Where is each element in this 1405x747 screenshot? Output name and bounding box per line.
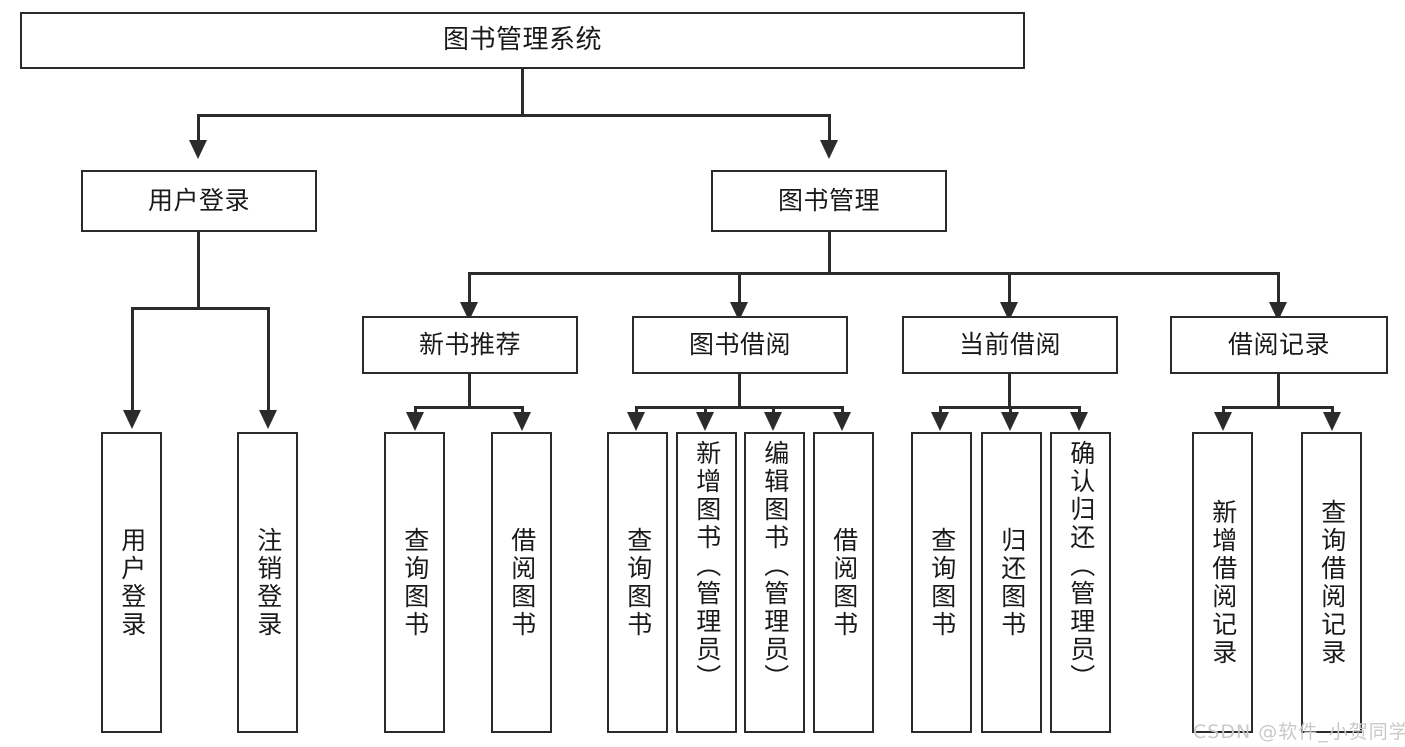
connector-book-borrow-bus xyxy=(635,406,844,409)
connector-user-login-stem xyxy=(197,232,200,309)
connector-bb-leaf-4 xyxy=(841,406,844,414)
leaf-new-book-borrow-book[interactable]: 借阅图书 xyxy=(491,432,552,733)
connector-new-book-recommend-bus xyxy=(414,406,524,409)
node-label: 借阅记录 xyxy=(1227,330,1330,360)
leaf-current-borrow-query-book[interactable]: 查询图书 xyxy=(911,432,972,733)
arrow-root-to-user-login xyxy=(189,140,207,159)
node-current-borrow[interactable]: 当前借阅 xyxy=(902,316,1118,374)
leaf-book-borrow-edit-book-admin[interactable]: 编辑图书（管理员） xyxy=(744,432,805,733)
leaf-book-borrow-add-book-admin[interactable]: 新增图书（管理员） xyxy=(676,432,737,733)
connector-root-stem xyxy=(521,69,524,115)
arrow-nbr-leaf-2 xyxy=(513,412,531,431)
leaf-borrow-record-add-record[interactable]: 新增借阅记录 xyxy=(1192,432,1253,733)
leaf-new-book-query-book[interactable]: 查询图书 xyxy=(384,432,445,733)
connector-to-current-borrow xyxy=(1008,272,1011,304)
connector-nbr-leaf-2 xyxy=(521,406,524,414)
connector-nbr-leaf-1 xyxy=(414,406,417,414)
connector-cb-leaf-2 xyxy=(1009,406,1012,414)
node-label: 当前借阅 xyxy=(958,330,1061,360)
node-borrow-record[interactable]: 借阅记录 xyxy=(1170,316,1388,374)
node-label: 查询图书 xyxy=(623,526,653,639)
node-book-borrow[interactable]: 图书借阅 xyxy=(632,316,848,374)
node-label: 新书推荐 xyxy=(418,330,521,360)
node-label: 借阅图书 xyxy=(507,526,537,639)
arrow-bb-leaf-3 xyxy=(764,412,782,431)
node-label: 归还图书 xyxy=(997,526,1027,639)
node-label: 图书管理 xyxy=(777,186,880,216)
leaf-user-login-login[interactable]: 用户登录 xyxy=(101,432,162,733)
connector-to-new-book-recommend xyxy=(468,272,471,304)
connector-book-borrow-stem xyxy=(738,374,741,408)
leaf-borrow-record-query-record[interactable]: 查询借阅记录 xyxy=(1301,432,1362,733)
node-label: 用户登录 xyxy=(117,526,147,639)
node-label: 新增借阅记录 xyxy=(1208,498,1238,667)
connector-bb-leaf-2 xyxy=(704,406,707,414)
node-user-login[interactable]: 用户登录 xyxy=(81,170,317,232)
connector-borrow-record-stem xyxy=(1277,374,1280,408)
arrow-bb-leaf-2 xyxy=(696,412,714,431)
connector-book-management-stem xyxy=(828,232,831,274)
connector-user-login-to-leaf-1 xyxy=(131,307,134,412)
leaf-current-borrow-return-book[interactable]: 归还图书 xyxy=(981,432,1042,733)
node-label: 注销登录 xyxy=(253,526,283,639)
connector-to-borrow-record xyxy=(1277,272,1280,304)
connector-current-borrow-stem xyxy=(1008,374,1011,408)
node-new-book-recommend[interactable]: 新书推荐 xyxy=(362,316,578,374)
arrow-cb-leaf-1 xyxy=(931,412,949,431)
connector-cb-leaf-3 xyxy=(1078,406,1081,414)
connector-borrow-record-bus xyxy=(1222,406,1334,409)
node-label: 查询图书 xyxy=(400,526,430,639)
connector-user-login-bus xyxy=(131,307,270,310)
arrow-user-login-to-leaf-1 xyxy=(123,410,141,429)
leaf-book-borrow-query-book[interactable]: 查询图书 xyxy=(607,432,668,733)
arrow-root-to-book-management xyxy=(820,140,838,159)
arrow-cb-leaf-3 xyxy=(1070,412,1088,431)
connector-bb-leaf-1 xyxy=(635,406,638,414)
arrow-br-leaf-2 xyxy=(1323,412,1341,431)
connector-bb-leaf-3 xyxy=(772,406,775,414)
connector-cb-leaf-1 xyxy=(939,406,942,414)
node-label: 新增图书（管理员） xyxy=(692,440,722,692)
node-label: 图书借阅 xyxy=(688,330,791,360)
arrow-user-login-to-leaf-2 xyxy=(259,410,277,429)
node-label: 借阅图书 xyxy=(829,526,859,639)
connector-br-leaf-2 xyxy=(1331,406,1334,414)
connector-user-login-to-leaf-2 xyxy=(267,307,270,412)
node-label: 编辑图书（管理员） xyxy=(760,440,790,692)
connector-root-bus xyxy=(197,114,831,117)
connector-new-book-recommend-stem xyxy=(468,374,471,408)
connector-root-to-user-login xyxy=(197,114,200,142)
arrow-nbr-leaf-1 xyxy=(406,412,424,431)
node-label: 查询图书 xyxy=(927,526,957,639)
connector-level3-bus xyxy=(468,272,1280,275)
connector-root-to-book-management xyxy=(828,114,831,142)
arrow-bb-leaf-4 xyxy=(833,412,851,431)
node-label: 图书管理系统 xyxy=(442,25,602,56)
arrow-cb-leaf-2 xyxy=(1001,412,1019,431)
node-book-management[interactable]: 图书管理 xyxy=(711,170,947,232)
node-label: 查询借阅记录 xyxy=(1317,498,1347,667)
leaf-current-borrow-confirm-return-admin[interactable]: 确认归还（管理员） xyxy=(1050,432,1111,733)
connector-to-book-borrow xyxy=(738,272,741,304)
leaf-user-login-logout[interactable]: 注销登录 xyxy=(237,432,298,733)
arrow-br-leaf-1 xyxy=(1214,412,1232,431)
csdn-watermark: CSDN @软件_小贺同学 xyxy=(1193,721,1405,743)
leaf-book-borrow-borrow-book[interactable]: 借阅图书 xyxy=(813,432,874,733)
connector-br-leaf-1 xyxy=(1222,406,1225,414)
node-label: 用户登录 xyxy=(147,186,250,216)
node-root-book-management-system[interactable]: 图书管理系统 xyxy=(20,12,1025,69)
node-label: 确认归还（管理员） xyxy=(1066,440,1096,692)
arrow-bb-leaf-1 xyxy=(627,412,645,431)
